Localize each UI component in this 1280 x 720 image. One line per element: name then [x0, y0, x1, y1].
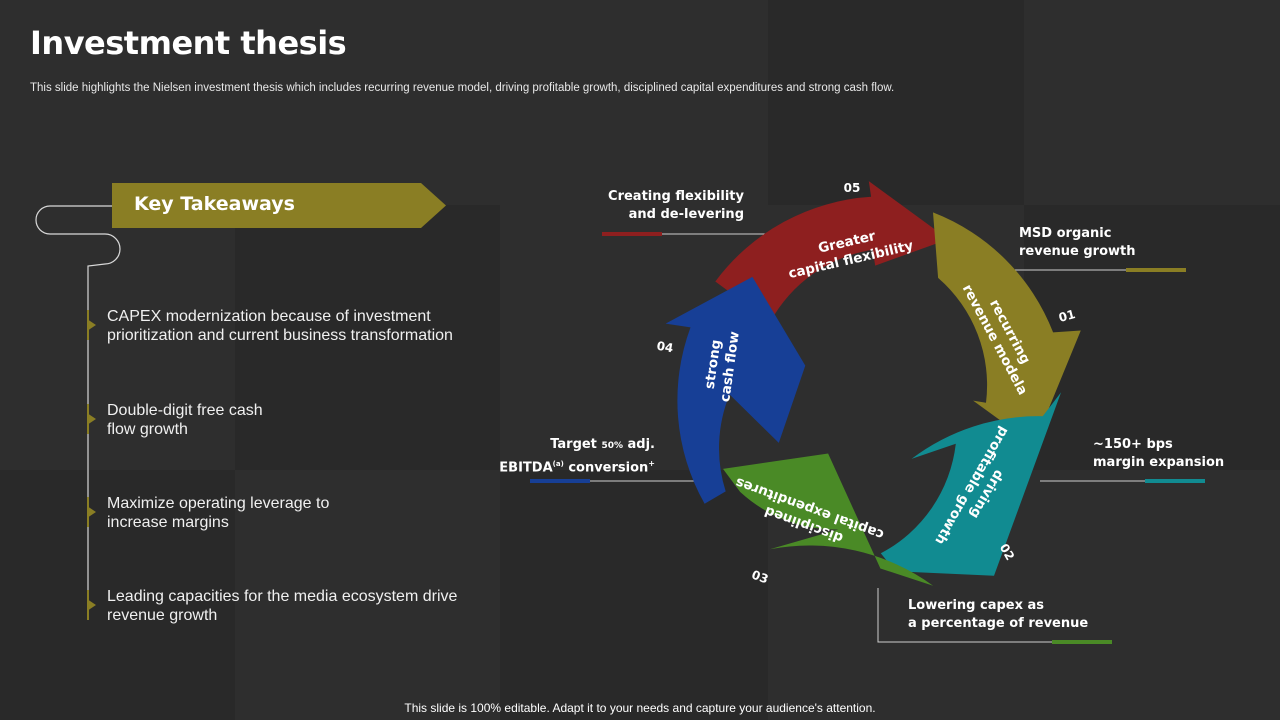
cycle-arrow-02	[880, 392, 1062, 576]
note-capex: Lowering capex as a percentage of revenu…	[908, 597, 1088, 633]
takeaway-item: Leading capacities for the media ecosyst…	[107, 587, 477, 625]
note-line: Creating flexibility	[608, 189, 744, 204]
leader-line	[877, 588, 1112, 643]
background-tile	[235, 205, 500, 470]
note-text: adj.	[627, 437, 655, 452]
note-text-small: 50%	[601, 441, 623, 451]
note-superscript: +	[648, 459, 655, 468]
note-line: revenue growth	[1019, 244, 1136, 259]
takeaway-item: Maximize operating leverage to increase …	[107, 494, 477, 532]
takeaway-line: Double-digit free cash	[107, 402, 263, 419]
footer-note: This slide is 100% editable. Adapt it to…	[404, 701, 876, 715]
page-subtitle: This slide highlights the Nielsen invest…	[30, 82, 895, 94]
cycle-arrow-01	[933, 212, 1081, 445]
note-capital-flexibility: Creating flexibility and de-levering	[560, 188, 744, 224]
takeaway-item: CAPEX modernization because of investmen…	[107, 307, 477, 345]
takeaway-line: prioritization and current business tran…	[107, 327, 453, 344]
step-number: 01	[1057, 307, 1077, 325]
note-text: Target	[550, 437, 597, 452]
step-number: 03	[750, 568, 770, 587]
takeaway-line: flow growth	[107, 421, 188, 438]
note-line: ~150+ bps	[1093, 437, 1173, 452]
note-line: Target 50% adj.	[480, 436, 655, 455]
key-takeaways-banner	[112, 183, 446, 228]
note-text: conversion	[568, 460, 649, 476]
note-line: Lowering capex as	[908, 598, 1045, 613]
arrow-text: strong	[702, 339, 725, 390]
note-line: MSD organic	[1019, 226, 1112, 241]
takeaway-line: revenue growth	[107, 607, 218, 624]
step-number: 04	[656, 339, 675, 356]
step-number: 05	[844, 181, 861, 195]
note-superscript: (a)	[552, 460, 564, 468]
page-title: Investment thesis	[30, 24, 347, 62]
note-line: and de-levering	[628, 207, 744, 222]
background-tile	[0, 470, 235, 720]
takeaway-line: Leading capacities for the media ecosyst…	[107, 588, 458, 605]
note-line: EBITDA(a) conversion+	[480, 455, 655, 477]
cycle-arrow-03	[723, 453, 934, 586]
cycle-arrow-05	[715, 181, 949, 322]
note-revenue-growth: MSD organic revenue growth	[1019, 225, 1136, 261]
takeaway-line: CAPEX modernization because of investmen…	[107, 308, 431, 325]
bullet-marker-icon	[87, 404, 96, 434]
takeaway-line: increase margins	[107, 514, 229, 531]
bullet-marker-icon	[87, 590, 96, 620]
note-text: EBITDA	[499, 460, 553, 476]
background-tile	[500, 470, 768, 720]
bullet-marker-icon	[87, 497, 96, 527]
takeaway-item: Double-digit free cash flow growth	[107, 401, 477, 439]
cycle-arrow-04	[665, 276, 806, 504]
key-takeaways-heading: Key Takeaways	[134, 193, 295, 215]
bullet-marker-icon	[87, 310, 96, 340]
background-tile	[768, 0, 1024, 205]
takeaway-line: Maximize operating leverage to	[107, 495, 330, 512]
note-margin-expansion: ~150+ bps margin expansion	[1093, 436, 1224, 472]
note-ebitda-conversion: Target 50% adj. EBITDA(a) conversion+	[480, 436, 655, 477]
note-line: a percentage of revenue	[908, 616, 1089, 631]
note-line: margin expansion	[1093, 455, 1225, 470]
